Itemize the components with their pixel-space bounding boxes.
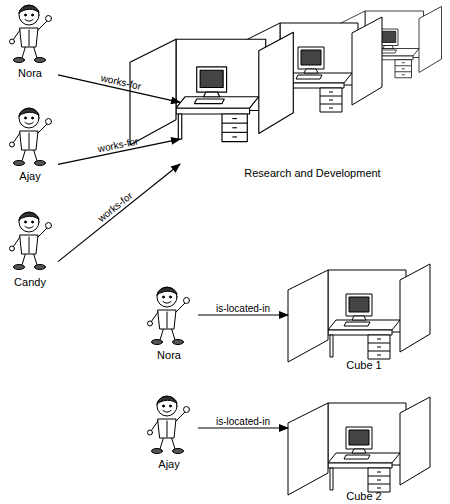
relation-arrow bbox=[58, 164, 180, 262]
person-node: Ajay bbox=[2, 103, 58, 183]
person-figure bbox=[10, 5, 52, 63]
node-label: Cube 2 bbox=[346, 490, 381, 503]
cubicle bbox=[288, 264, 430, 362]
node-label: Nora bbox=[18, 67, 42, 80]
relation-label: is-located-in bbox=[216, 416, 270, 427]
person-node: Candy bbox=[2, 207, 58, 289]
cube-node: Cube 1 bbox=[288, 250, 440, 372]
person-figure bbox=[148, 287, 190, 345]
department-node: Research and Development bbox=[180, 0, 445, 180]
relation-arrow bbox=[58, 75, 180, 102]
cubicle-group bbox=[130, 7, 442, 146]
relation-label: is-located-in bbox=[216, 303, 270, 314]
node-label: Ajay bbox=[19, 170, 40, 183]
person-figure bbox=[148, 396, 190, 454]
person-figure bbox=[10, 108, 52, 166]
person-figure bbox=[10, 212, 52, 270]
cubicle bbox=[130, 32, 293, 145]
person-node: Ajay bbox=[140, 391, 198, 471]
relation-label: works-for bbox=[95, 190, 134, 224]
cube-node: Cube 2 bbox=[288, 385, 440, 503]
node-label: Research and Development bbox=[244, 167, 380, 180]
person-node: Nora bbox=[2, 2, 58, 80]
person-node: Nora bbox=[140, 282, 198, 362]
relation-arrow bbox=[58, 139, 180, 164]
cubicle bbox=[288, 397, 430, 495]
node-label: Nora bbox=[157, 349, 181, 362]
relation-arrow bbox=[198, 314, 288, 315]
node-label: Candy bbox=[14, 276, 46, 289]
node-label: Ajay bbox=[158, 458, 179, 471]
node-label: Cube 1 bbox=[346, 359, 381, 372]
relation-arrow bbox=[198, 427, 288, 428]
